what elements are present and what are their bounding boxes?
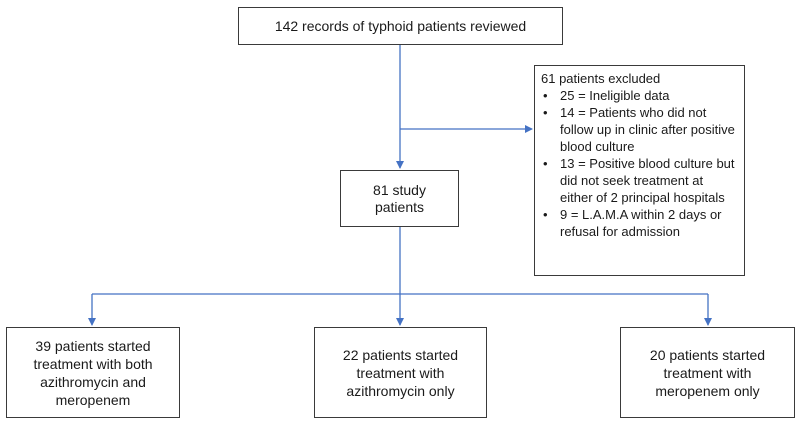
both-drugs-box: 39 patients started treatment with both … bbox=[6, 327, 180, 418]
excluded-reason: • 13 = Positive blood culture but did no… bbox=[541, 155, 738, 206]
excluded-reason-text: 25 = Ineligible data bbox=[560, 88, 670, 103]
excluded-reason: • 25 = Ineligible data bbox=[541, 87, 738, 104]
records-reviewed-box: 142 records of typhoid patients reviewed bbox=[238, 7, 563, 45]
excluded-reasons-list: • 25 = Ineligible data • 14 = Patients w… bbox=[541, 87, 738, 240]
excluded-reason: • 9 = L.A.M.A within 2 days or refusal f… bbox=[541, 206, 738, 240]
bullet-icon: • bbox=[543, 88, 548, 103]
both-drugs-text: 39 patients started treatment with both … bbox=[33, 337, 153, 408]
excluded-reason-text: 14 = Patients who did not follow up in c… bbox=[560, 105, 735, 154]
study-patients-box: 81 study patients bbox=[340, 170, 459, 227]
excluded-reason-text: 9 = L.A.M.A within 2 days or refusal for… bbox=[560, 207, 722, 239]
azithromycin-only-box: 22 patients started treatment with azith… bbox=[314, 327, 487, 418]
bullet-icon: • bbox=[543, 156, 548, 171]
azithromycin-only-text: 22 patients started treatment with azith… bbox=[342, 346, 459, 399]
excluded-title: 61 patients excluded bbox=[541, 71, 661, 86]
bullet-icon: • bbox=[543, 207, 548, 222]
study-patients-text: 81 study patients bbox=[373, 181, 426, 215]
excluded-reason: • 14 = Patients who did not follow up in… bbox=[541, 104, 738, 155]
records-reviewed-text: 142 records of typhoid patients reviewed bbox=[274, 17, 527, 34]
meropenem-only-box: 20 patients started treatment with merop… bbox=[620, 327, 795, 418]
excluded-reason-text: 13 = Positive blood culture but did not … bbox=[560, 156, 735, 205]
bullet-icon: • bbox=[543, 105, 548, 120]
meropenem-only-text: 20 patients started treatment with merop… bbox=[649, 346, 766, 399]
excluded-patients-box: 61 patients excluded • 25 = Ineligible d… bbox=[534, 65, 745, 276]
